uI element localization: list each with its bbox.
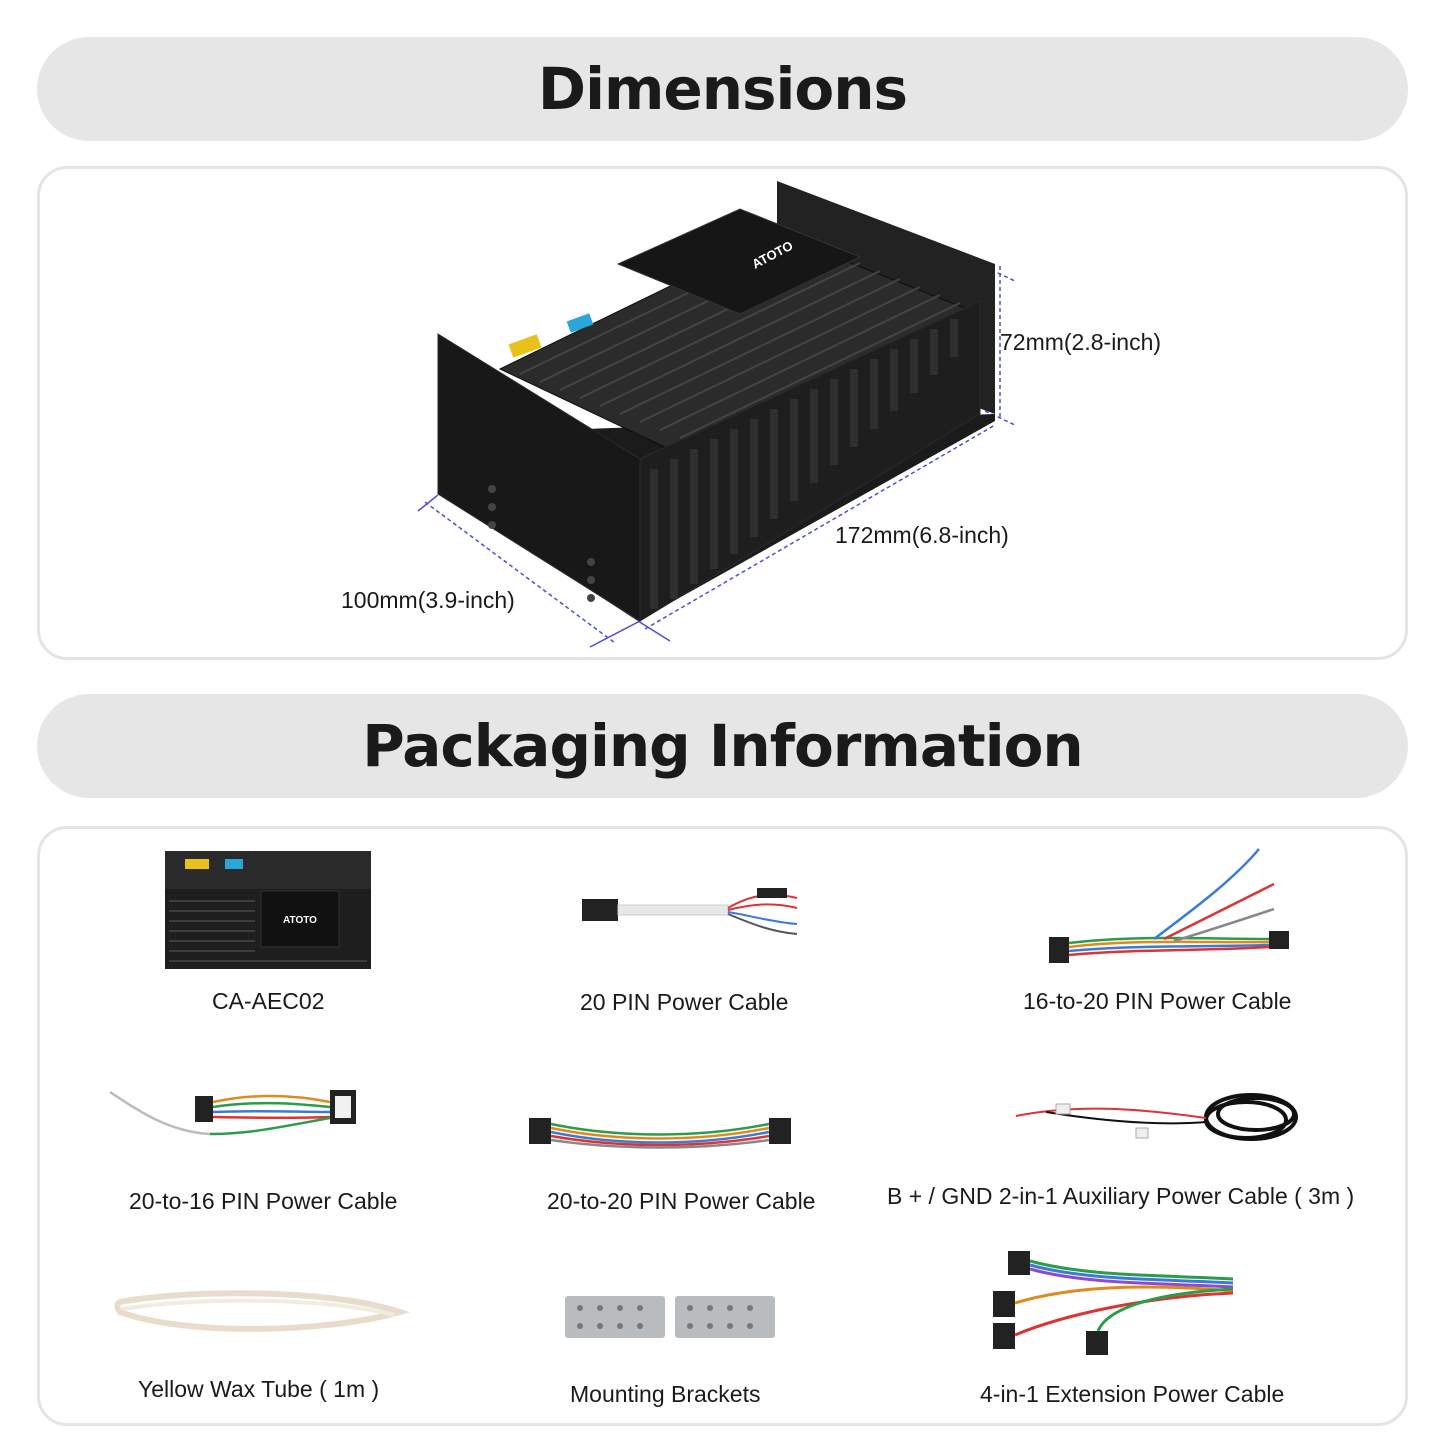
item-label-module: CA-AEC02 bbox=[212, 988, 325, 1014]
packaging-panel: ATOTO CA-AEC02 20 PIN Power Cable bbox=[37, 826, 1408, 1426]
svg-text:ATOTO: ATOTO bbox=[283, 915, 317, 926]
item-label-aux: B + / GND 2-in-1 Auxiliary Power Cable (… bbox=[887, 1183, 1355, 1209]
device-illustration: ATOTO bbox=[417, 181, 1016, 648]
wax-tube-icon bbox=[110, 1287, 410, 1347]
item-label-20to20: 20-to-20 PIN Power Cable bbox=[547, 1188, 816, 1214]
cable-icon bbox=[582, 884, 802, 944]
dimensions-title: Dimensions bbox=[537, 55, 908, 123]
bracket-icon bbox=[565, 1296, 777, 1340]
dimensions-panel: ATOTO 72m bbox=[37, 166, 1408, 660]
item-label-20pin: 20 PIN Power Cable bbox=[580, 989, 789, 1015]
height-label: 72mm(2.8-inch) bbox=[1000, 329, 1162, 355]
item-label-16to20: 16-to-20 PIN Power Cable bbox=[1023, 988, 1292, 1014]
dimensions-banner: Dimensions bbox=[37, 37, 1408, 141]
length-label: 172mm(6.8-inch) bbox=[835, 522, 1009, 548]
item-label-extension: 4-in-1 Extension Power Cable bbox=[980, 1381, 1285, 1407]
item-label-wax: Yellow Wax Tube ( 1m ) bbox=[138, 1376, 380, 1402]
harness-icon bbox=[988, 1247, 1238, 1359]
cable-icon bbox=[529, 1114, 793, 1154]
cable-icon bbox=[1044, 839, 1294, 969]
item-label-brackets: Mounting Brackets bbox=[570, 1381, 761, 1407]
item-label-20to16: 20-to-16 PIN Power Cable bbox=[129, 1188, 398, 1214]
module-icon: ATOTO bbox=[165, 851, 371, 971]
width-label: 100mm(3.9-inch) bbox=[341, 587, 515, 613]
cable-icon bbox=[100, 1082, 360, 1162]
packaging-banner: Packaging Information bbox=[37, 694, 1408, 798]
coiled-cable-icon bbox=[1016, 1082, 1306, 1162]
packaging-title: Packaging Information bbox=[362, 712, 1083, 780]
